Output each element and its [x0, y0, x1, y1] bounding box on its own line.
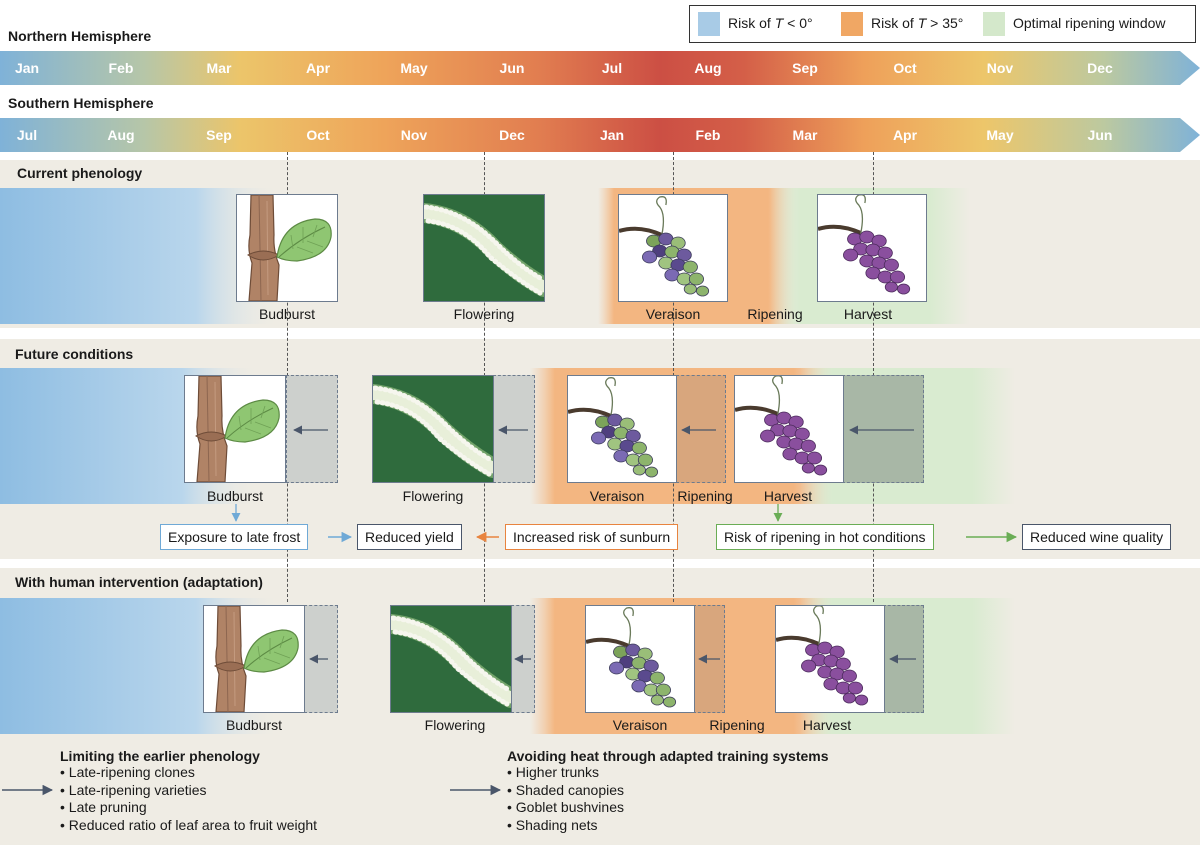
current-harvest-image	[817, 194, 927, 302]
heat-swatch	[841, 12, 863, 36]
south-month-apr: Apr	[892, 127, 918, 143]
future-flowering-label: Flowering	[402, 488, 464, 504]
north-month-dec: Dec	[1087, 60, 1113, 76]
adapt-right-item: • Higher trunks	[507, 764, 600, 780]
future-harvest-label: Harvest	[763, 488, 813, 504]
future-ripening-label: Ripening	[677, 488, 733, 504]
south-month-nov: Nov	[400, 127, 428, 143]
current-veraison-label: Veraison	[645, 306, 701, 322]
optimal-swatch	[983, 12, 1005, 36]
human-budburst-image	[203, 605, 305, 713]
box-reduced-yield: Reduced yield	[357, 524, 462, 550]
adapt-left-item: • Late-ripening clones	[60, 764, 195, 780]
north-title: Northern Hemisphere	[8, 28, 152, 44]
box-sunburn: Increased risk of sunburn	[505, 524, 679, 550]
consequence-arrows	[231, 504, 1018, 543]
legend-frost: Risk of T < 0°	[728, 15, 813, 31]
current-flowering-label: Flowering	[453, 306, 515, 322]
human-ripening-label: Ripening	[709, 717, 765, 733]
future-budburst-image	[184, 375, 286, 483]
adapt-right: Avoiding heat through adapted training s…	[507, 748, 829, 834]
north-month-may: May	[400, 60, 428, 76]
adapt-left: Limiting the earlier phenology • Late-ri…	[60, 748, 317, 834]
box-wine-quality: Reduced wine quality	[1022, 524, 1172, 550]
human-flowering-label: Flowering	[424, 717, 486, 733]
south-month-sep: Sep	[206, 127, 232, 143]
frost-swatch	[698, 12, 720, 36]
box-late-frost: Exposure to late frost	[160, 524, 309, 550]
human-veraison-label: Veraison	[612, 717, 668, 733]
south-month-mar: Mar	[792, 127, 818, 143]
current-flowering-image	[423, 194, 545, 302]
north-month-jan: Jan	[14, 60, 40, 76]
north-month-feb: Feb	[108, 60, 134, 76]
south-month-feb: Feb	[695, 127, 721, 143]
current-veraison-image	[618, 194, 728, 302]
human-flowering-image	[390, 605, 512, 713]
south-ribbon: Jul Aug Sep Oct Nov Dec Jan Feb Mar Apr May Jun	[0, 118, 1200, 152]
adapt-right-item: • Shading nets	[507, 816, 598, 833]
adapt-left-item: • Late-ripening varieties	[60, 781, 207, 798]
south-month-oct: Oct	[306, 127, 330, 143]
north-month-jul: Jul	[601, 60, 623, 76]
future-flowering-image	[372, 375, 494, 483]
current-title: Current phenology	[17, 165, 143, 181]
adapt-right-item: • Goblet bushvines	[507, 799, 624, 815]
south-title: Southern Hemisphere	[8, 95, 154, 111]
human-budburst-label: Budburst	[225, 717, 283, 733]
box-hot-ripening: Risk of ripening in hot conditions	[716, 524, 934, 550]
future-shift-arrows	[293, 425, 914, 435]
adapt-right-title: Avoiding heat through adapted training s…	[507, 748, 829, 764]
human-shift-arrows	[309, 654, 916, 664]
north-month-nov: Nov	[986, 60, 1014, 76]
future-budburst-label: Budburst	[206, 488, 264, 504]
legend-optimal: Optimal ripening window	[1013, 15, 1166, 31]
future-veraison-label: Veraison	[589, 488, 645, 504]
south-month-dec: Dec	[499, 127, 525, 143]
legend-heat: Risk of T > 35°	[871, 15, 964, 31]
future-veraison-image	[567, 375, 677, 483]
human-harvest-image	[775, 605, 885, 713]
north-ribbon: Jan Feb Mar Apr May Jun Jul Aug Sep Oct Nov Dec	[0, 51, 1200, 85]
north-month-aug: Aug	[694, 60, 722, 76]
north-month-apr: Apr	[305, 60, 331, 76]
south-month-jan: Jan	[599, 127, 625, 143]
current-harvest-label: Harvest	[843, 306, 893, 322]
future-title: Future conditions	[15, 346, 134, 362]
human-title: With human intervention (adaptation)	[15, 574, 263, 590]
human-veraison-image	[585, 605, 695, 713]
current-budburst-image	[236, 194, 338, 302]
south-month-aug: Aug	[107, 127, 135, 143]
north-month-mar: Mar	[206, 60, 232, 76]
adapt-left-item: • Reduced ratio of leaf area to fruit we…	[60, 816, 318, 833]
south-month-jul: Jul	[16, 127, 38, 143]
north-month-sep: Sep	[792, 60, 818, 76]
adaptation-arrows	[2, 784, 502, 796]
adapt-left-item: • Late pruning	[60, 799, 147, 815]
human-harvest-label: Harvest	[802, 717, 852, 733]
current-ripening-label: Ripening	[747, 306, 803, 322]
future-harvest-image	[734, 375, 844, 483]
north-month-jun: Jun	[499, 60, 525, 76]
legend: Risk of T < 0° Risk of T > 35° Optimal r…	[689, 5, 1196, 43]
current-bands	[0, 188, 970, 324]
adapt-left-title: Limiting the earlier phenology	[60, 748, 260, 764]
north-month-oct: Oct	[893, 60, 917, 76]
south-month-jun: Jun	[1087, 127, 1113, 143]
current-budburst-label: Budburst	[258, 306, 316, 322]
south-month-may: May	[986, 127, 1014, 143]
adapt-right-item: • Shaded canopies	[507, 781, 624, 798]
